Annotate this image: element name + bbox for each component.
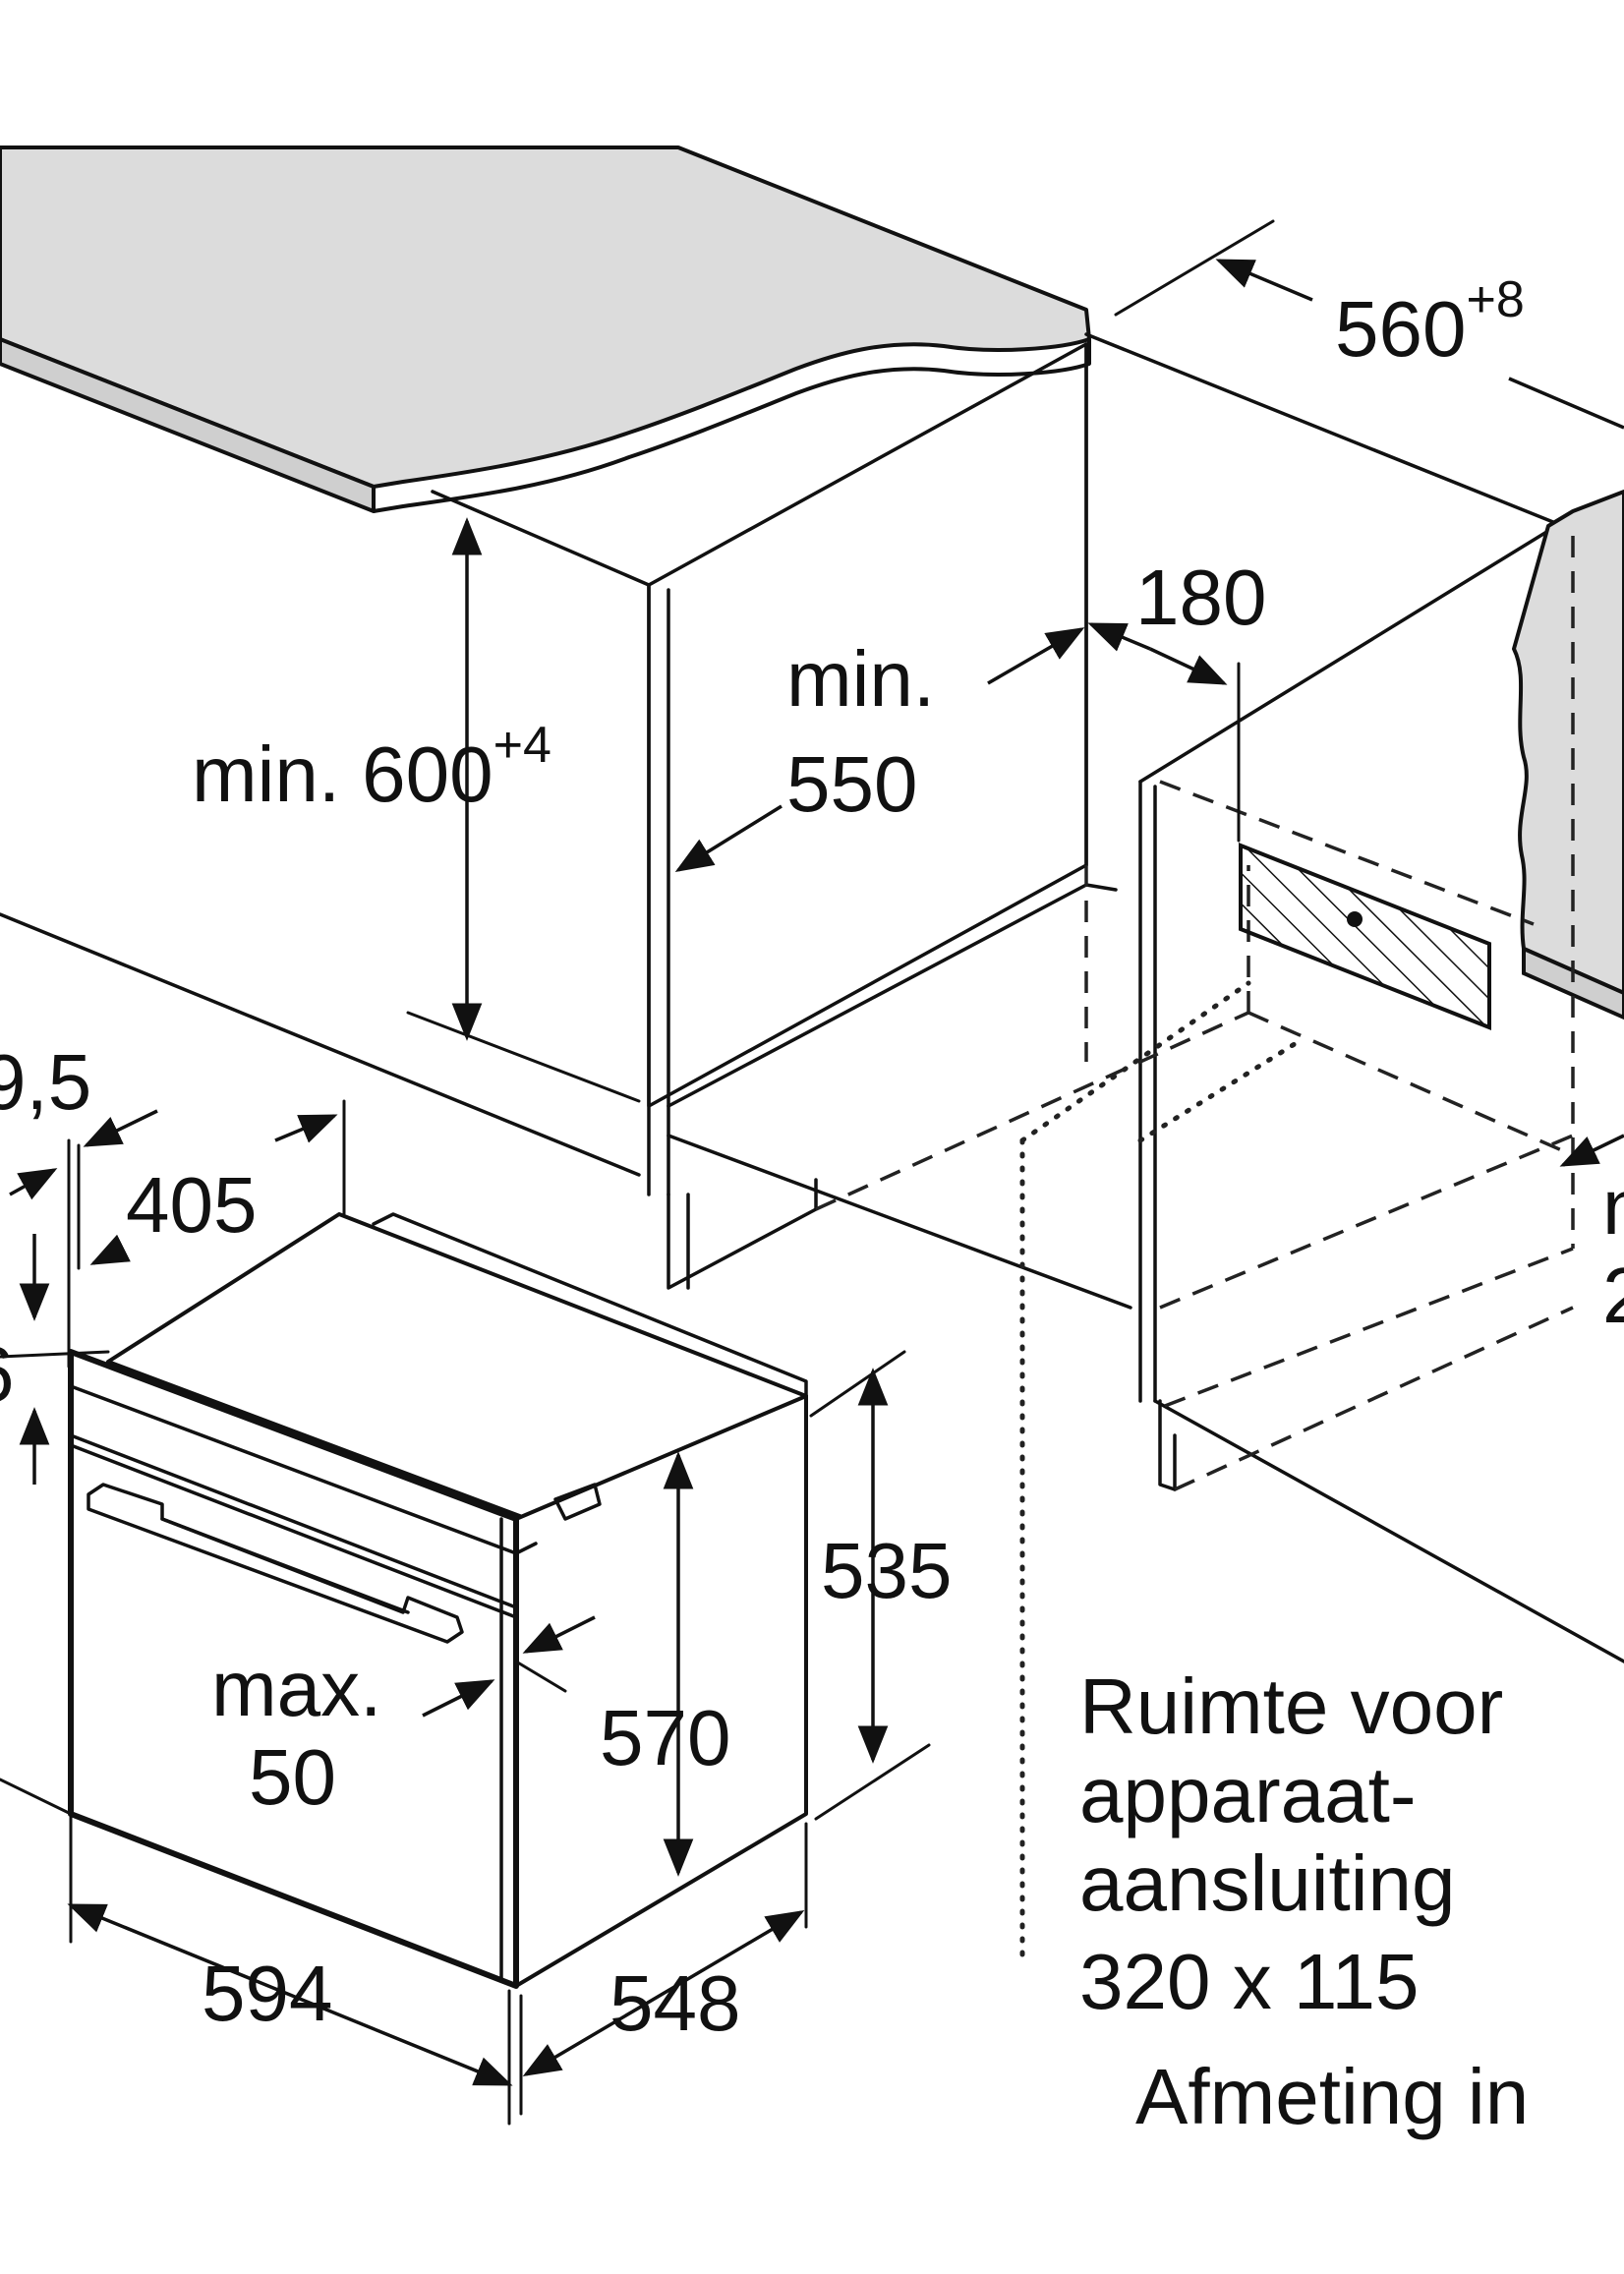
dimension-lines — [0, 219, 1624, 2126]
label-door-gap-line2: 50 — [249, 1733, 336, 1821]
label-left-9-5: 9,5 — [0, 1038, 91, 1126]
label-niche-depth-line1: min. — [786, 635, 935, 723]
label-niche-width: 560+8 — [1335, 271, 1525, 373]
label-right-partial-top: n — [1602, 1163, 1624, 1251]
note-line-3: aansluiting — [1079, 1839, 1456, 1927]
note-line-2: apparaat- — [1079, 1751, 1416, 1838]
socket-hatched-box — [1239, 843, 1491, 1030]
countertop — [0, 146, 1091, 513]
label-right-partial-bottom: 2 — [1602, 1252, 1624, 1339]
dimension-labels: 560+8 min.600+4 min. 550 180 9,5 405 6 5… — [0, 271, 1624, 2047]
label-oven-height: 535 — [821, 1527, 952, 1614]
installation-note: Ruimte voor apparaat- aansluiting 320 x … — [1079, 1662, 1529, 2140]
note-line-1: Ruimte voor — [1079, 1662, 1503, 1750]
label-door-gap-line1: max. — [211, 1645, 381, 1732]
note-line-5: Afmeting in — [1135, 2053, 1529, 2140]
cabinet-right — [1084, 332, 1624, 1663]
label-socket-offset: 180 — [1135, 554, 1266, 641]
label-oven-front-height: 570 — [600, 1694, 730, 1781]
label-oven-width: 594 — [202, 1950, 332, 2037]
oven — [68, 1212, 808, 1989]
label-left-6: 6 — [0, 1330, 15, 1418]
label-niche-depth-line2: 550 — [786, 740, 917, 828]
note-line-4: 320 x 115 — [1079, 1938, 1419, 2025]
label-left-405: 405 — [126, 1161, 257, 1249]
dashed-installation-space — [815, 780, 1574, 1491]
label-oven-depth: 548 — [609, 1959, 740, 2047]
label-niche-height: min.600+4 — [192, 717, 551, 818]
socket-area-outline — [1019, 980, 1301, 1959]
